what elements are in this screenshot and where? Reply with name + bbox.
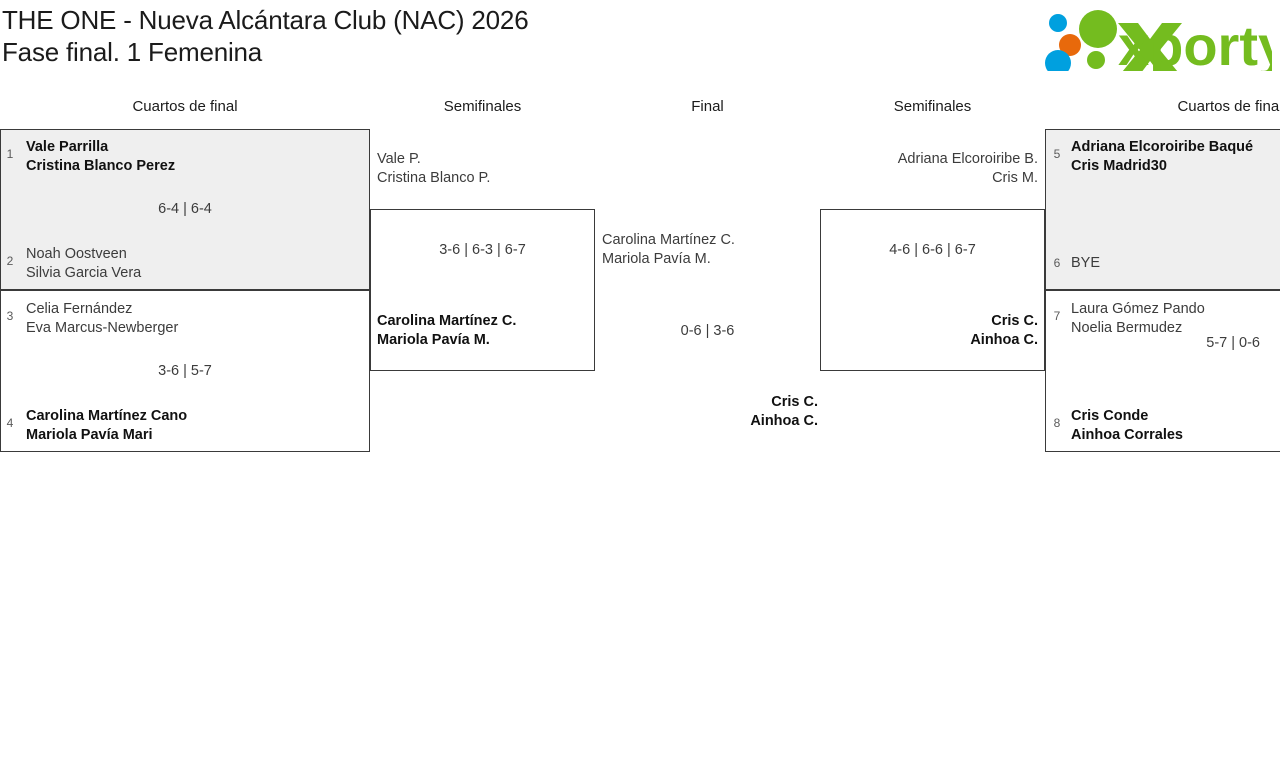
team-qf3-bottom[interactable]: BYE [1071,255,1101,271]
seed-number-qf2-top: 3 [6,309,14,323]
match-box-qf1[interactable] [0,129,370,290]
team-final-left[interactable]: Carolina Martínez C. Mariola Pavía M. [602,232,735,267]
match-box-qf2[interactable] [0,290,370,452]
match-box-sf-left[interactable] [370,209,595,371]
team-qf1-bottom[interactable]: Noah Oostveen Silvia Garcia Vera [26,246,142,281]
score-qf1: 6-4 | 6-4 [158,201,212,217]
score-final: 0-6 | 3-6 [680,323,735,339]
team-sf-right-bottom[interactable]: Cris C. Ainhoa C. [970,313,1038,348]
xporty-logo[interactable]: xporty [1040,5,1272,71]
team-qf2-bottom[interactable]: Carolina Martínez Cano Mariola Pavía Mar… [26,408,188,443]
team-sf-left-bottom[interactable]: Carolina Martínez C. Mariola Pavía M. [377,313,517,348]
score-qf4: 5-7 | 0-6 [1206,335,1260,351]
score-sf-left: 3-6 | 6-3 | 6-7 [439,242,526,258]
logo-wordmark: xporty [1118,14,1272,71]
round-header-sf-right: Semifinales [893,98,972,115]
seed-number-qf1-bottom: 2 [6,254,14,268]
match-box-qf3[interactable] [1045,129,1280,290]
score-qf2: 3-6 | 5-7 [158,363,212,379]
page-title: THE ONE - Nueva Alcántara Club (NAC) 202… [0,0,900,68]
round-header-qf-left: Cuartos de final [132,98,238,115]
round-header-qf-right: Cuartos de final [1177,98,1280,115]
logo-dot-green-large [1079,10,1117,48]
match-box-qf4[interactable] [1045,290,1280,452]
team-sf-left-top[interactable]: Vale P. Cristina Blanco P. [377,151,491,186]
seed-number-qf3-top: 5 [1053,147,1061,161]
round-header-sf-left: Semifinales [443,98,522,115]
seed-number-qf4-bottom: 8 [1053,416,1061,430]
tournament-phase: Fase final. 1 Femenina [2,37,263,67]
round-header-final: Final [691,98,724,115]
team-qf1-top[interactable]: Vale Parrilla Cristina Blanco Perez [26,139,176,174]
match-box-sf-right[interactable] [820,209,1045,371]
team-qf2-top[interactable]: Celia Fernández Eva Marcus-Newberger [26,301,179,336]
logo-dot-green-small [1087,51,1105,69]
logo-dot-blue-large [1045,50,1071,71]
team-qf4-top[interactable]: Laura Gómez Pando Noelia Bermudez [1071,301,1205,336]
seed-number-qf2-bottom: 4 [6,416,14,430]
team-qf4-bottom[interactable]: Cris Conde Ainhoa Corrales [1071,408,1183,443]
tournament-title: THE ONE - Nueva Alcántara Club (NAC) 202… [2,5,529,35]
team-final-right[interactable]: Cris C. Ainhoa C. [750,394,818,429]
seed-number-qf3-bottom: 6 [1053,256,1061,270]
logo-dot-blue-small [1049,14,1067,32]
seed-number-qf4-top: 7 [1053,309,1061,323]
seed-number-qf1-top: 1 [6,147,14,161]
team-qf3-top[interactable]: Adriana Elcoroiribe Baqué Cris Madrid30 [1071,139,1254,174]
logo-dot-orange [1059,34,1081,56]
score-sf-right: 4-6 | 6-6 | 6-7 [889,242,976,258]
team-sf-right-top[interactable]: Adriana Elcoroiribe B. Cris M. [897,151,1038,186]
